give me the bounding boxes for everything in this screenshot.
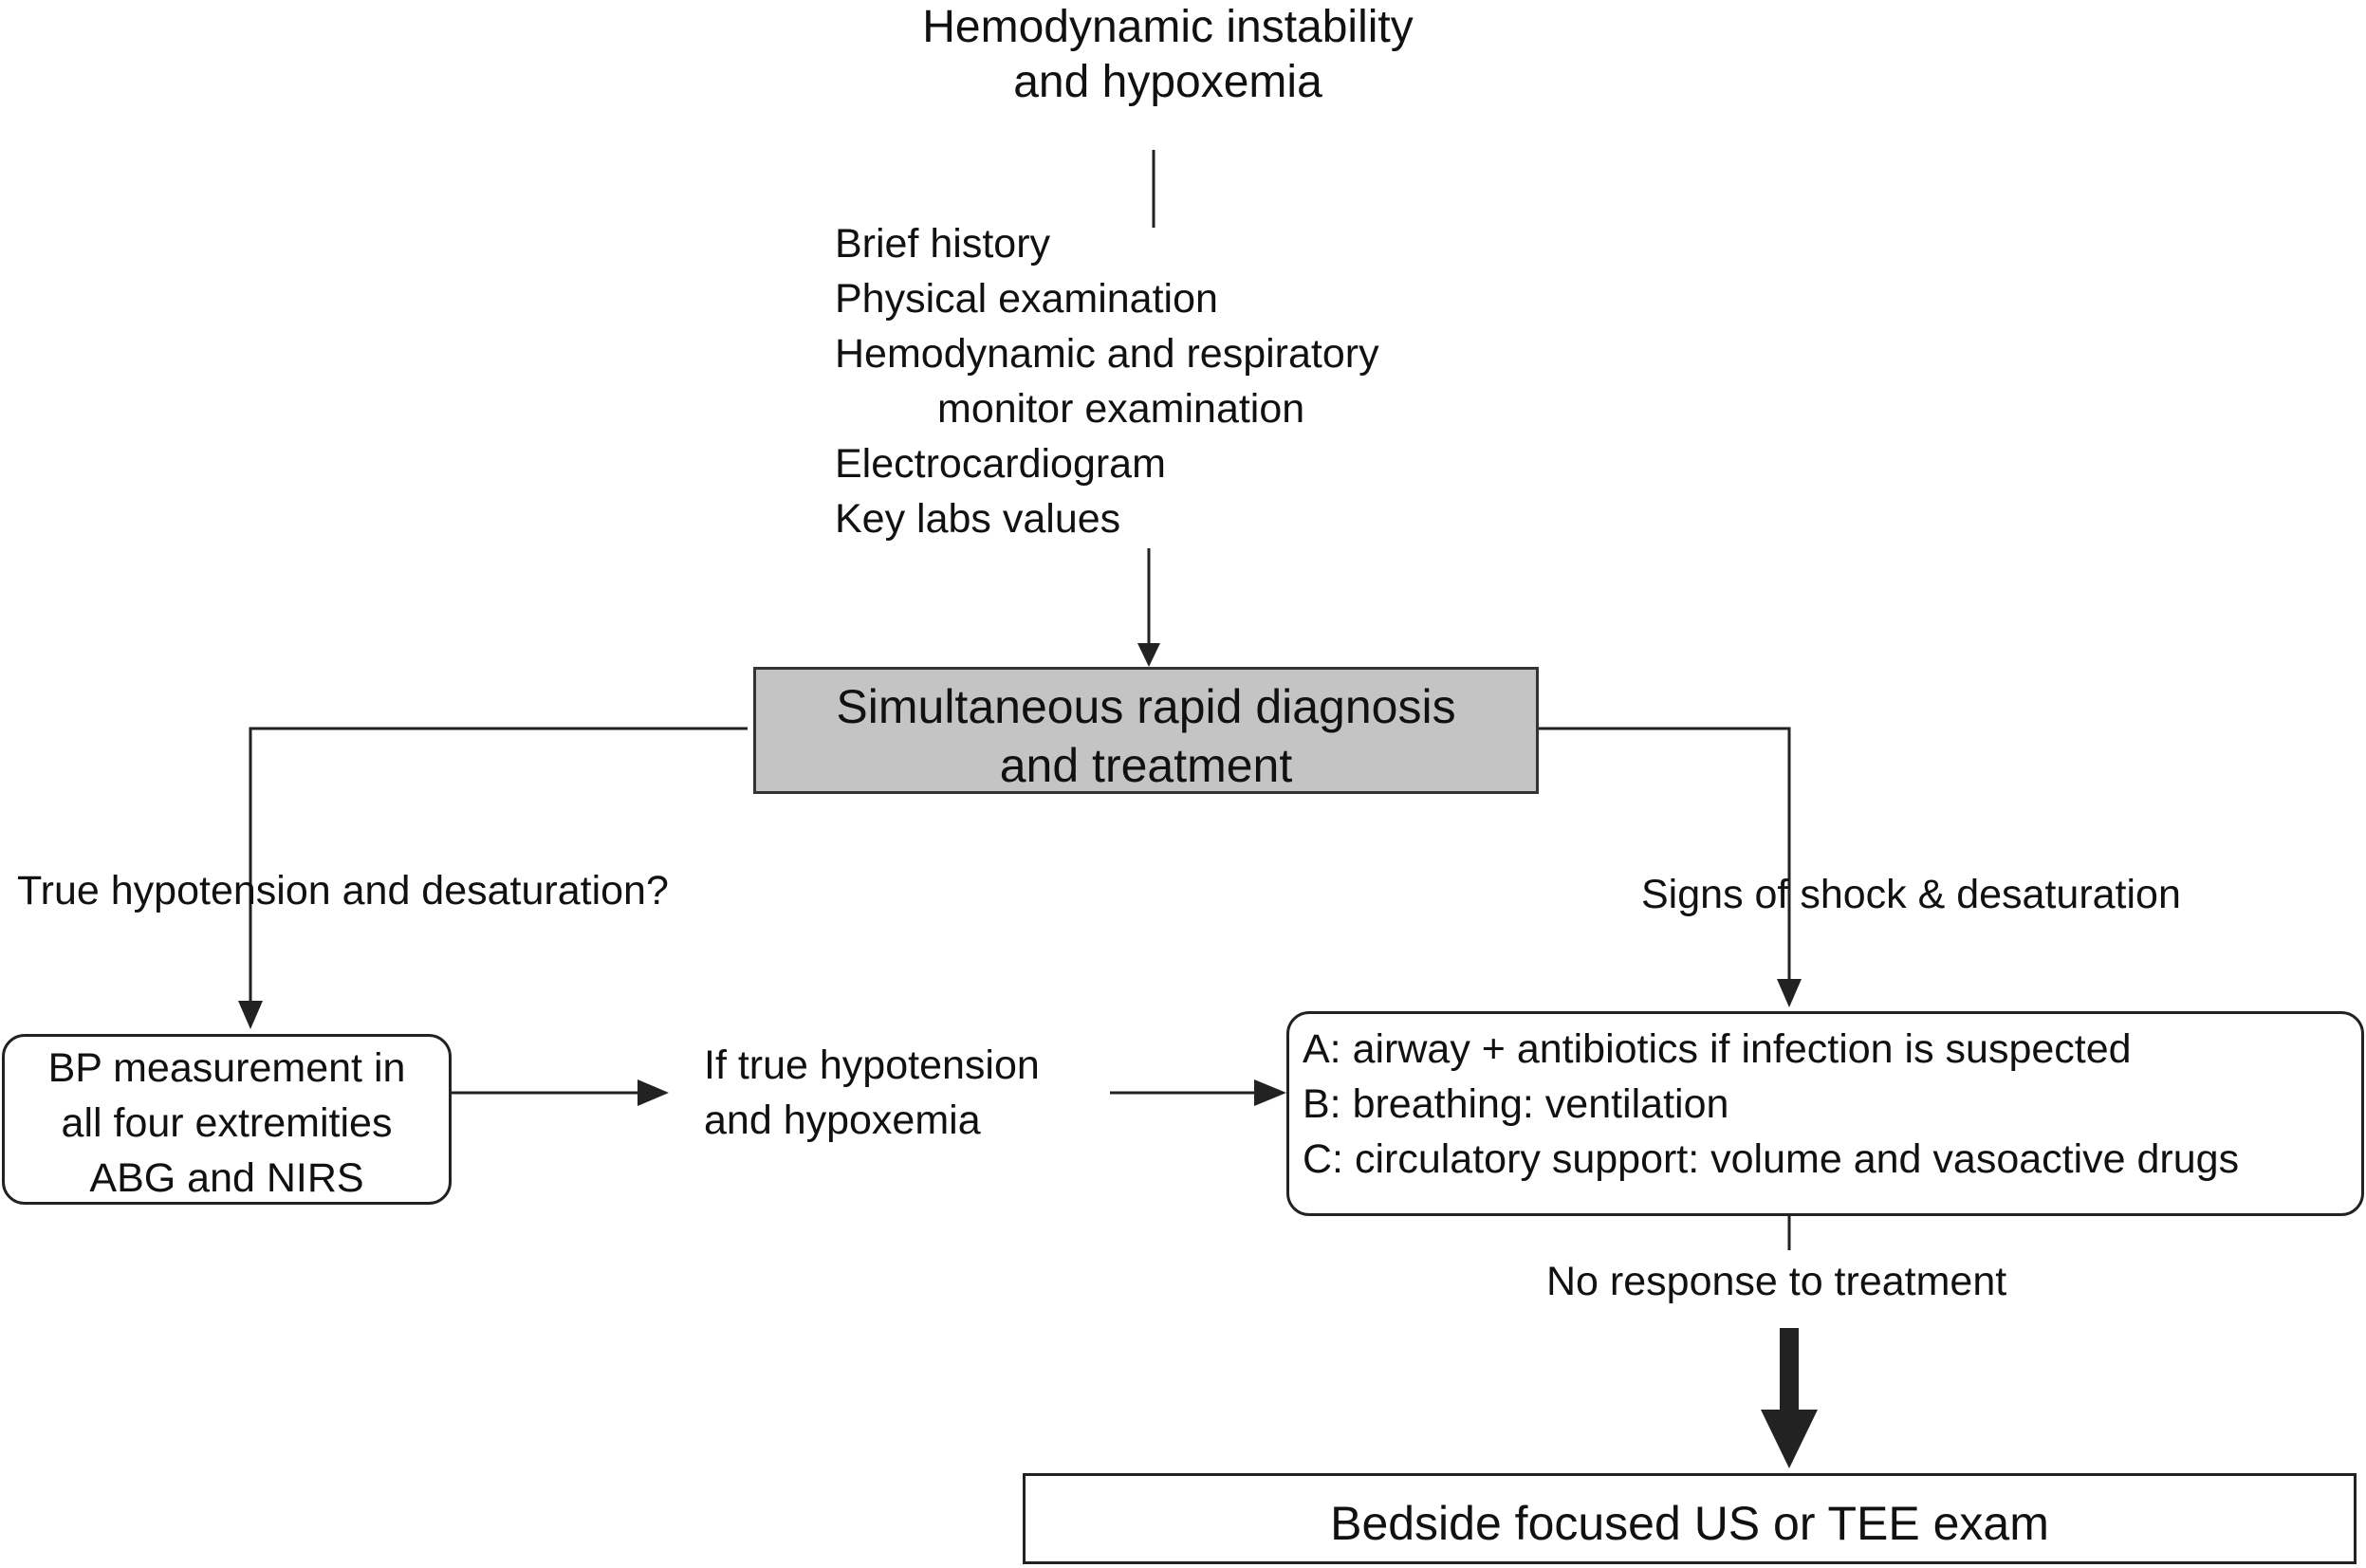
bp-box-line2: all four extremities <box>61 1100 393 1146</box>
middle-label-line2: and hypoxemia <box>704 1098 981 1143</box>
abc-treatment-box: A: airway + antibiotics if infection is … <box>1286 1011 2364 1216</box>
assessment-item: Physical examination <box>835 276 1218 322</box>
connector-left <box>249 727 748 1005</box>
assessment-list: Brief history Physical examination Hemod… <box>835 216 1379 546</box>
top-title: Hemodynamic instability and hypoxemia <box>869 0 1467 109</box>
bp-measurement-text: BP measurement in all four extremities A… <box>5 1041 449 1206</box>
arrowhead-left-box <box>238 1001 263 1029</box>
central-box: Simultaneous rapid diagnosis and treatme… <box>753 667 1539 794</box>
top-title-line1: Hemodynamic instability <box>922 2 1414 52</box>
thick-arrow-head <box>1761 1410 1818 1468</box>
central-box-line1: Simultaneous rapid diagnosis <box>836 680 1456 733</box>
top-title-line2: and hypoxemia <box>1013 56 1322 107</box>
assessment-item: Electrocardiogram <box>835 441 1166 487</box>
assessment-item: monitor examination <box>937 386 1305 432</box>
abc-treatment-text: A: airway + antibiotics if infection is … <box>1303 1022 2239 1187</box>
assessment-item: Key labs values <box>835 496 1121 542</box>
left-branch-label: True hypotension and desaturation? <box>17 868 669 913</box>
final-exam-text: Bedside focused US or TEE exam <box>1330 1497 2049 1550</box>
no-response-label: No response to treatment <box>1546 1259 2007 1304</box>
abc-item-a: A: airway + antibiotics if infection is … <box>1303 1026 2132 1072</box>
bp-box-line3: ABG and NIRS <box>89 1155 364 1201</box>
arrowhead-central-box <box>1137 643 1160 667</box>
abc-item-b: B: breathing: ventilation <box>1303 1081 1729 1127</box>
middle-label: If true hypotension and hypoxemia <box>704 1038 1040 1148</box>
central-box-text: Simultaneous rapid diagnosis and treatme… <box>756 677 1536 795</box>
right-branch-label: Signs of shock & desaturation <box>1641 872 2181 917</box>
thick-arrow-shaft <box>1780 1328 1799 1413</box>
central-box-line2: and treatment <box>999 739 1293 792</box>
connector-right <box>1539 727 1791 984</box>
assessment-item: Brief history <box>835 221 1051 267</box>
abc-item-c: C: circulatory support: volume and vasoa… <box>1303 1136 2240 1182</box>
arrowhead-middle <box>638 1079 669 1106</box>
assessment-item: Hemodynamic and respiratory <box>835 331 1379 377</box>
arrowhead-abc-box <box>1777 979 1802 1007</box>
middle-label-line1: If true hypotension <box>704 1042 1040 1088</box>
final-exam-box: Bedside focused US or TEE exam <box>1023 1473 2357 1564</box>
arrowhead-abc-left <box>1254 1079 1286 1106</box>
bp-box-line1: BP measurement in <box>47 1045 406 1091</box>
bp-measurement-box: BP measurement in all four extremities A… <box>2 1034 452 1205</box>
